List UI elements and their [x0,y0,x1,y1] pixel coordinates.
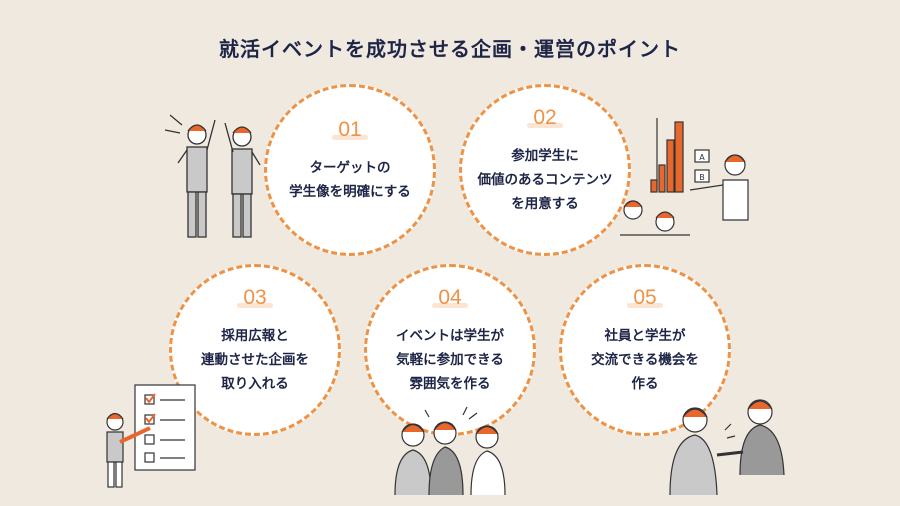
handshake-illustration [669,399,785,496]
point-number: 05 [627,286,664,309]
point-text: 採用広報と 連動させた企画を 取り入れる [201,328,309,392]
point-text: 社員と学生が 交流できる機会を 作る [591,328,699,392]
chart-label-b: B [699,173,705,182]
point-01: 01 ターゲットの 学生像を明確にする [264,84,436,256]
point-text: イベントは学生が 気軽に参加できる 雰囲気を作る [396,328,504,392]
point-02: 02 参加学生に 価値のあるコンテンツ を用意する [459,84,631,256]
chatting-students-illustration [394,406,506,496]
point-05: 05 社員と学生が 交流できる機会を 作る [559,264,731,436]
checklist-illustration [106,384,196,488]
point-text: ターゲットの 学生像を明確にする [289,160,411,200]
point-text: 参加学生に 価値のあるコンテンツ を用意する [477,148,613,212]
point-04: 04 イベントは学生が 気軽に参加できる 雰囲気を作る [364,264,536,436]
point-03: 03 採用広報と 連動させた企画を 取り入れる [169,264,341,436]
point-number: 03 [237,286,274,309]
chart-label-a: A [699,153,705,162]
presentation-illustration: A B [620,118,749,236]
point-number: 01 [332,118,369,141]
cheering-people-illustration [164,114,261,238]
page-title: 就活イベントを成功させる企画・運営のポイント [219,37,681,61]
point-number: 02 [527,106,564,129]
point-number: 04 [432,286,469,309]
